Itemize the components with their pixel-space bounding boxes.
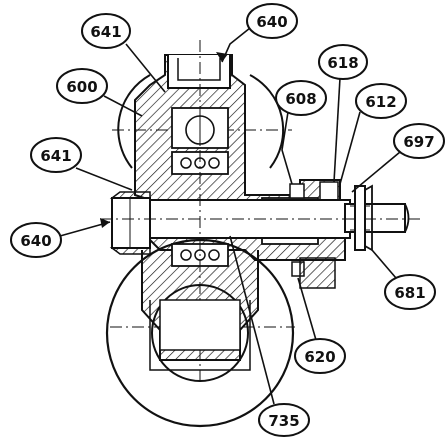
callout-label: 641 [90,23,121,41]
callout-label: 640 [256,13,287,31]
callout-618: 618 [318,44,368,183]
callout-640-top: 640 [216,3,298,63]
callout-641-top: 641 [81,13,166,93]
callout-600: 600 [56,68,143,117]
callout-label: 620 [304,348,335,366]
callout-label: 600 [66,78,97,96]
main-shaft [100,40,420,300]
callout-641-left: 641 [30,137,133,191]
left-hub [109,191,151,255]
callout-label: 608 [285,90,316,108]
callout-label: 640 [20,232,51,250]
callout-label: 641 [40,147,71,165]
callout-label: 735 [268,412,299,430]
callout-681: 681 [371,249,436,310]
callout-697: 697 [351,123,445,193]
callout-640-left: 640 [10,218,111,258]
callout-label: 681 [394,284,425,302]
callout-label: 612 [365,93,396,111]
callout-label: 618 [327,54,358,72]
callout-label: 697 [403,133,434,151]
callout-620: 620 [294,277,346,374]
callout-612: 612 [339,83,407,185]
callout-735: 735 [229,235,310,437]
callout-608: 608 [275,80,327,185]
